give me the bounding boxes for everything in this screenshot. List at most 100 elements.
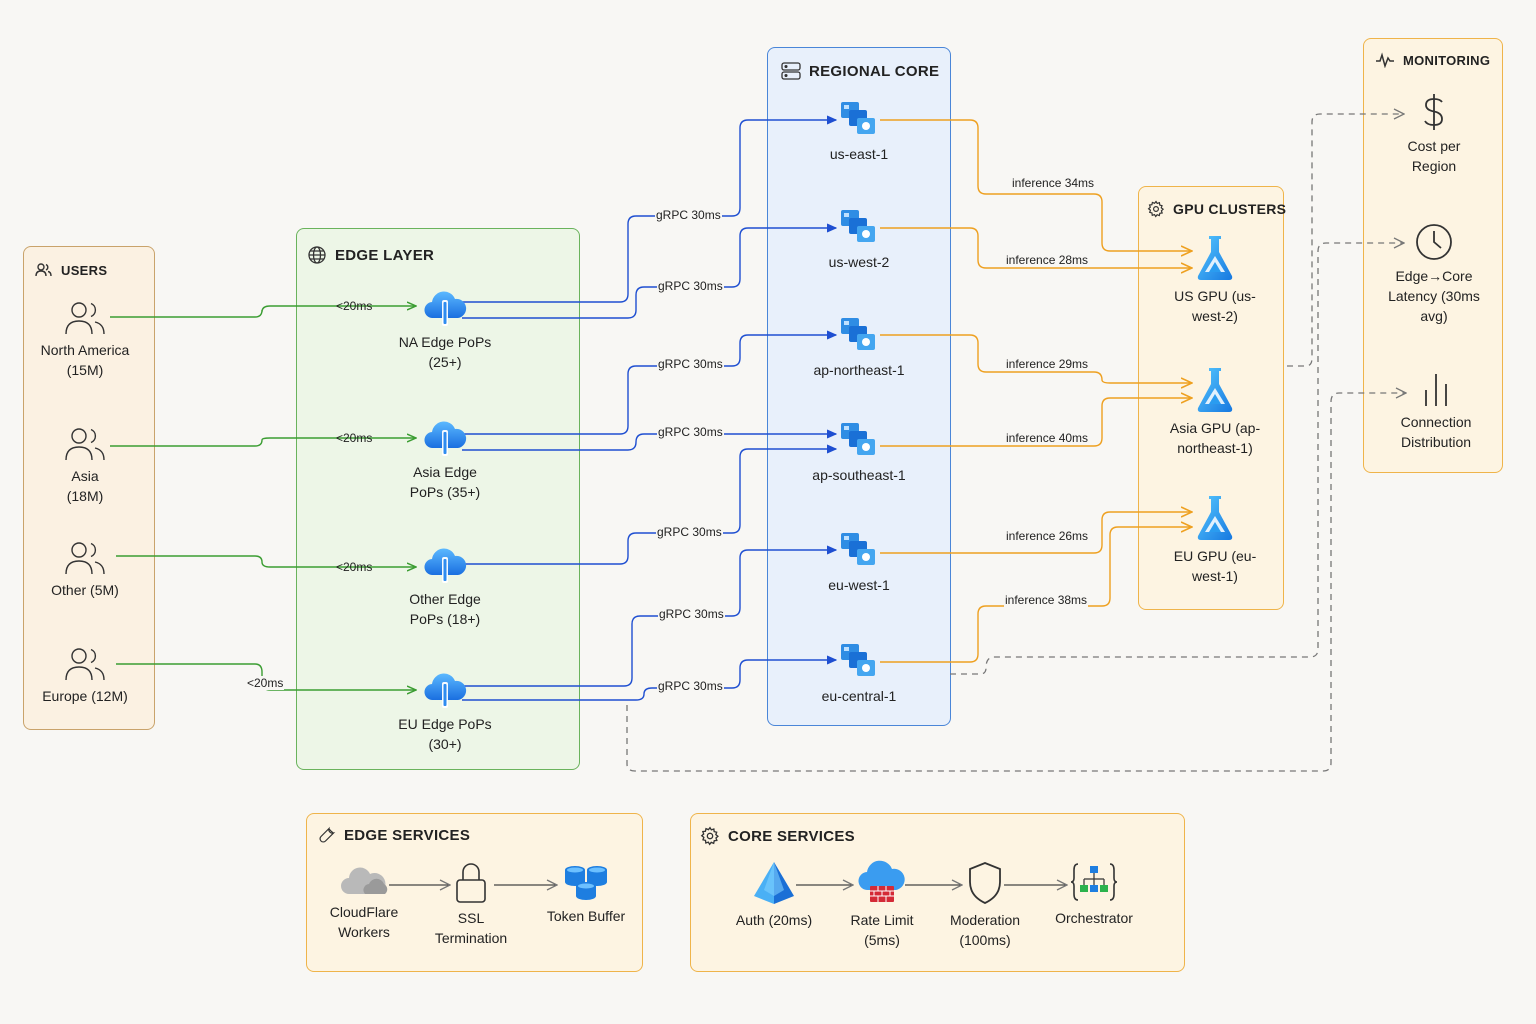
users-group	[23, 246, 155, 730]
user-node-label: North America (15M)	[40, 342, 130, 378]
region-cluster-icon	[841, 102, 875, 134]
monitor-node-label: Cost per Region	[1407, 138, 1461, 174]
link-label-grpc: gRPC 30ms	[656, 525, 723, 539]
flask-icon	[1197, 496, 1233, 540]
core-node-label: us-east-1	[829, 146, 889, 162]
monitor-node-latency[interactable]: Edge→Core Latency (30ms avg)	[1370, 222, 1498, 326]
monitor-node-label: Edge→Core Latency (30ms avg)	[1388, 268, 1480, 324]
gpu-node-label: Asia GPU (ap- northeast-1)	[1169, 420, 1261, 456]
link-label-inference: inference 28ms	[1005, 253, 1090, 267]
cloud-icon	[341, 867, 388, 894]
core-node-ap-northeast-1[interactable]: ap-northeast-1	[795, 316, 923, 380]
user-node-label: Other (5M)	[51, 582, 119, 598]
user-node-europe[interactable]: Europe (12M)	[30, 644, 140, 706]
link-label-inference: inference 40ms	[1005, 431, 1090, 445]
edge-node-asia[interactable]: Asia Edge PoPs (35+)	[380, 416, 510, 502]
monitor-node-cost[interactable]: Cost per Region	[1370, 92, 1498, 176]
edge-services-title-text: EDGE SERVICES	[344, 826, 471, 844]
regional-core-group	[767, 47, 951, 726]
link-na-users-edge	[110, 306, 416, 318]
edge-node-na[interactable]: NA Edge PoPs (25+)	[380, 286, 510, 372]
monitor-node-label: Connection Distribution	[1400, 414, 1472, 450]
link-label-asia-latency: <20ms	[336, 431, 373, 445]
gpu-clusters-title: GPU CLUSTERS	[1147, 200, 1286, 218]
link-asia-users-edge	[110, 438, 416, 447]
edge-services-title: EDGE SERVICES	[318, 826, 470, 844]
region-cluster-icon	[841, 318, 875, 350]
monitoring-group	[1363, 38, 1503, 473]
monitoring-title: MONITORING	[1375, 52, 1490, 68]
core-node-us-east-1[interactable]: us-east-1	[795, 100, 923, 164]
orchestrator-icon	[1070, 863, 1118, 901]
link-label-inference: inference 26ms	[1005, 529, 1090, 543]
gpu-node-us[interactable]: US GPU (us- west-2)	[1150, 234, 1280, 326]
core-node-label: ap-northeast-1	[813, 362, 905, 378]
users-icon	[35, 263, 52, 277]
edge-service-token-buffer[interactable]: Token Buffer	[536, 862, 636, 926]
edge-node-label: EU Edge PoPs (30+)	[398, 716, 492, 752]
link-label-inference: inference 29ms	[1005, 357, 1090, 371]
core-node-eu-central-1[interactable]: eu-central-1	[795, 642, 923, 706]
wrench-icon	[319, 826, 336, 843]
gpu-node-eu[interactable]: EU GPU (eu- west-1)	[1150, 494, 1280, 586]
edge-node-label: NA Edge PoPs (25+)	[398, 334, 492, 370]
flask-icon	[1197, 236, 1233, 280]
core-node-ap-southeast-1[interactable]: ap-southeast-1	[795, 421, 923, 485]
gpu-node-asia[interactable]: Asia GPU (ap- northeast-1)	[1150, 366, 1280, 458]
core-node-us-west-2[interactable]: us-west-2	[795, 208, 923, 272]
core-node-label: eu-central-1	[821, 688, 897, 704]
region-cluster-icon	[841, 644, 875, 676]
core-services-title-text: CORE SERVICES	[728, 827, 855, 845]
monitor-node-connections[interactable]: Connection Distribution	[1370, 370, 1502, 452]
gpu-node-label: US GPU (us- west-2)	[1174, 288, 1256, 324]
core-node-eu-west-1[interactable]: eu-west-1	[795, 531, 923, 595]
edge-service-ssl[interactable]: SSL Termination	[421, 862, 521, 948]
user-node-label: Europe (12M)	[42, 688, 128, 704]
core-service-label: Auth (20ms)	[735, 912, 813, 928]
bar-chart-icon	[1425, 374, 1447, 406]
cloud-pop-icon	[424, 673, 467, 708]
core-service-auth[interactable]: Auth (20ms)	[724, 860, 824, 930]
edge-service-label: Token Buffer	[546, 908, 626, 924]
link-label-other-latency: <20ms	[336, 560, 373, 574]
user-group-icon	[65, 542, 105, 575]
link-label-grpc: gRPC 30ms	[657, 679, 724, 693]
user-node-other[interactable]: Other (5M)	[30, 538, 140, 600]
server-icon	[781, 62, 801, 80]
edge-node-other[interactable]: Other Edge PoPs (18+)	[380, 543, 510, 629]
link-label-na-latency: <20ms	[336, 299, 373, 313]
dollar-icon	[1424, 94, 1443, 130]
core-service-orchestrator[interactable]: Orchestrator	[1044, 860, 1144, 928]
link-label-inference: inference 34ms	[1011, 176, 1096, 190]
link-label-grpc: gRPC 30ms	[657, 279, 724, 293]
users-title: USERS	[35, 262, 107, 278]
edge-node-label: Asia Edge PoPs (35+)	[409, 464, 481, 500]
monitoring-title-text: MONITORING	[1403, 52, 1491, 68]
region-cluster-icon	[841, 533, 875, 565]
edge-layer-title-text: EDGE LAYER	[335, 246, 435, 264]
cloud-firewall-icon	[858, 860, 905, 902]
pulse-icon	[1376, 52, 1394, 68]
cloud-pop-icon	[424, 421, 467, 456]
cloud-pop-icon	[424, 291, 467, 326]
pyramid-icon	[754, 862, 794, 904]
edge-service-cloudflare[interactable]: CloudFlare Workers	[314, 862, 414, 942]
clock-icon	[1416, 224, 1452, 260]
user-node-north-america[interactable]: North America (15M)	[30, 298, 140, 380]
region-cluster-icon	[841, 423, 875, 455]
link-label-grpc: gRPC 30ms	[655, 208, 722, 222]
edge-node-label: Other Edge PoPs (18+)	[409, 591, 481, 627]
link-label-inference: inference 38ms	[1004, 593, 1089, 607]
gear-icon	[700, 826, 719, 846]
user-group-icon	[65, 428, 105, 461]
core-service-moderation[interactable]: Moderation (100ms)	[935, 860, 1035, 950]
link-label-grpc: gRPC 30ms	[658, 607, 725, 621]
user-node-asia[interactable]: Asia (18M)	[30, 424, 140, 506]
edge-layer-title: EDGE LAYER	[307, 245, 434, 265]
user-node-label: Asia (18M)	[66, 468, 104, 504]
link-other-users-edge	[116, 555, 416, 567]
core-service-rate-limit[interactable]: Rate Limit (5ms)	[832, 860, 932, 950]
core-service-label: Orchestrator	[1055, 910, 1133, 926]
edge-node-eu[interactable]: EU Edge PoPs (30+)	[380, 668, 510, 754]
